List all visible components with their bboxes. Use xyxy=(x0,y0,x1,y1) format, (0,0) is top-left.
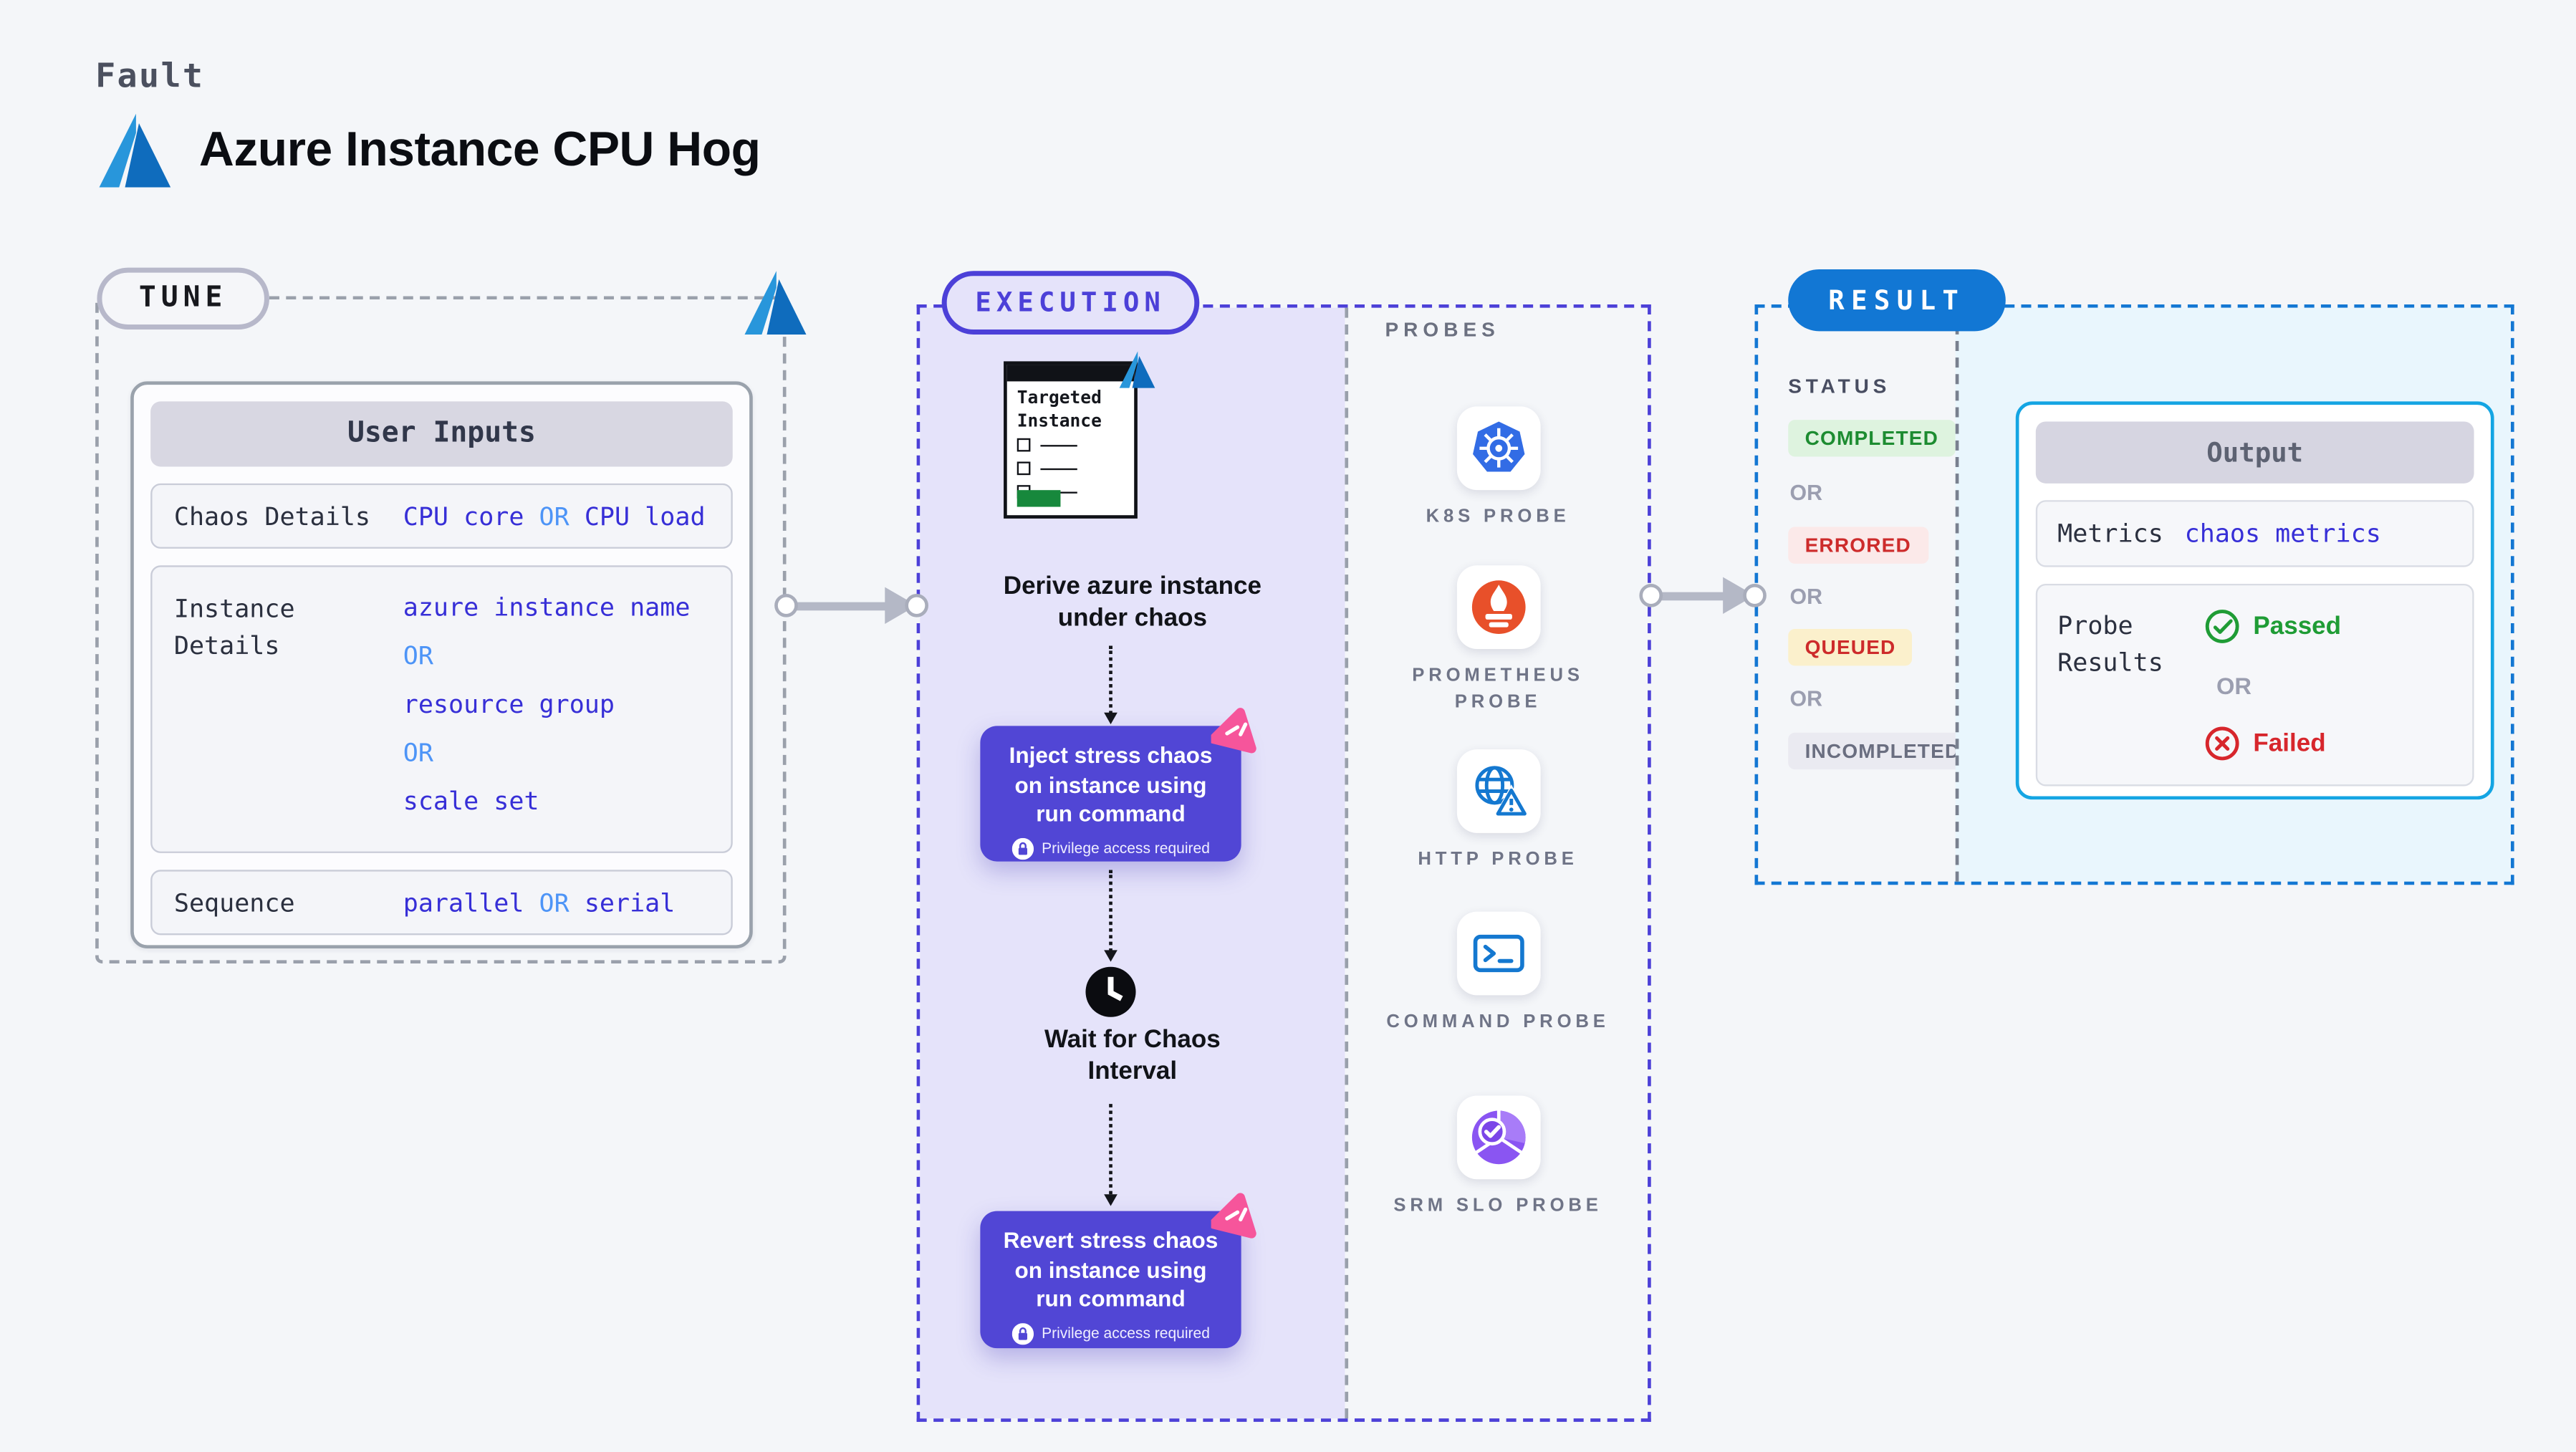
probe-item-prometheus: PROMETHEUS PROBE xyxy=(1348,565,1648,717)
or-separator: OR xyxy=(1789,583,1823,609)
user-inputs-card: User Inputs Chaos Details CPU core OR CP… xyxy=(130,381,753,949)
passed-verdict: Passed xyxy=(2205,609,2341,644)
output-title: Output xyxy=(2035,421,2474,484)
slo-donut-check-icon xyxy=(1456,1095,1540,1180)
status-panel: STATUS COMPLETED OR ERRORED OR QUEUED OR… xyxy=(1758,308,1977,882)
chaos-details-value: CPU core OR CPU load xyxy=(403,501,706,532)
privilege-note: Privilege access required xyxy=(994,837,1228,860)
tune-section xyxy=(95,296,787,964)
azure-logo-icon xyxy=(741,271,807,335)
probe-item-command: COMMAND PROBE xyxy=(1348,911,1648,1037)
inject-chaos-step: Inject stress chaos on instance using ru… xyxy=(980,708,1256,862)
azure-logo-icon xyxy=(95,113,172,188)
check-circle-icon xyxy=(2205,610,2239,643)
result-section: STATUS COMPLETED OR ERRORED OR QUEUED OR… xyxy=(1754,304,2514,885)
metrics-value: chaos metrics xyxy=(2184,518,2381,549)
or-separator: OR xyxy=(1789,686,1823,711)
probe-item-k8s: K8S PROBE xyxy=(1348,406,1648,532)
x-circle-icon xyxy=(2205,726,2239,761)
down-arrow-icon xyxy=(1104,870,1118,962)
down-arrow-icon xyxy=(1104,1104,1118,1206)
revert-chaos-step: Revert stress chaos on instance using ru… xyxy=(980,1193,1256,1349)
probe-item-srm-slo: SRM SLO PROBE xyxy=(1348,1095,1648,1221)
failed-verdict: Failed xyxy=(2205,726,2326,761)
green-button-icon xyxy=(1017,490,1061,507)
window-titlebar xyxy=(1006,365,1135,382)
result-pill: RESULT xyxy=(1788,269,2006,332)
probes-heading: PROBES xyxy=(1385,317,1500,342)
chaos-badge-icon xyxy=(1211,1189,1261,1239)
kubernetes-icon xyxy=(1456,406,1540,491)
privilege-note: Privilege access required xyxy=(994,1322,1228,1345)
checkbox-row-icon xyxy=(1017,438,1077,452)
globe-warning-icon xyxy=(1456,749,1540,833)
revert-chaos-title: Revert stress chaos on instance using ru… xyxy=(1003,1227,1219,1312)
clock-icon xyxy=(1084,965,1138,1019)
or-separator: OR xyxy=(1789,480,1823,506)
or-separator: OR xyxy=(2216,672,2252,700)
status-badge-completed: COMPLETED xyxy=(1788,420,1956,457)
title-row: Azure Instance CPU Hog xyxy=(95,113,761,188)
inject-chaos-title: Inject stress chaos on instance using ru… xyxy=(1009,742,1213,827)
sequence-row: Sequence parallel OR serial xyxy=(150,870,733,936)
instance-details-values: azure instance name OR resource group OR… xyxy=(403,592,691,817)
execution-to-result-arrow-icon xyxy=(1639,575,1767,615)
metrics-label: Metrics xyxy=(2057,518,2163,549)
tune-pill: TUNE xyxy=(97,267,269,330)
execution-pill: EXECUTION xyxy=(941,271,1199,335)
lock-icon xyxy=(1011,837,1034,860)
prometheus-flame-icon xyxy=(1456,565,1540,650)
sequence-value: parallel OR serial xyxy=(403,887,676,918)
lock-icon xyxy=(1011,1322,1034,1345)
user-inputs-title: User Inputs xyxy=(150,401,733,467)
metrics-row: Metrics chaos metrics xyxy=(2035,500,2474,567)
sequence-label: Sequence xyxy=(173,887,295,918)
status-badge-incompleted: INCOMPLETED xyxy=(1788,732,1977,770)
status-badge-queued: QUEUED xyxy=(1788,628,1913,666)
fault-kicker: Fault xyxy=(95,55,205,96)
chaos-details-label: Chaos Details xyxy=(173,501,371,532)
status-heading: STATUS xyxy=(1788,375,1891,398)
page-title: Azure Instance CPU Hog xyxy=(198,122,761,177)
azure-logo-icon xyxy=(1118,351,1156,388)
checkbox-row-icon xyxy=(1017,461,1077,476)
tune-to-execution-arrow-icon xyxy=(774,585,928,625)
status-badge-errored: ERRORED xyxy=(1788,527,1928,564)
probes-panel: PROBES K8S PROBE PROMETHEUS PROBE HTTP P… xyxy=(1345,307,1648,1419)
probe-item-http: HTTP PROBE xyxy=(1348,749,1648,875)
terminal-icon xyxy=(1456,911,1540,996)
chaos-badge-icon xyxy=(1211,704,1261,754)
chaos-details-row: Chaos Details CPU core OR CPU load xyxy=(150,483,733,549)
down-arrow-icon xyxy=(1104,645,1118,725)
